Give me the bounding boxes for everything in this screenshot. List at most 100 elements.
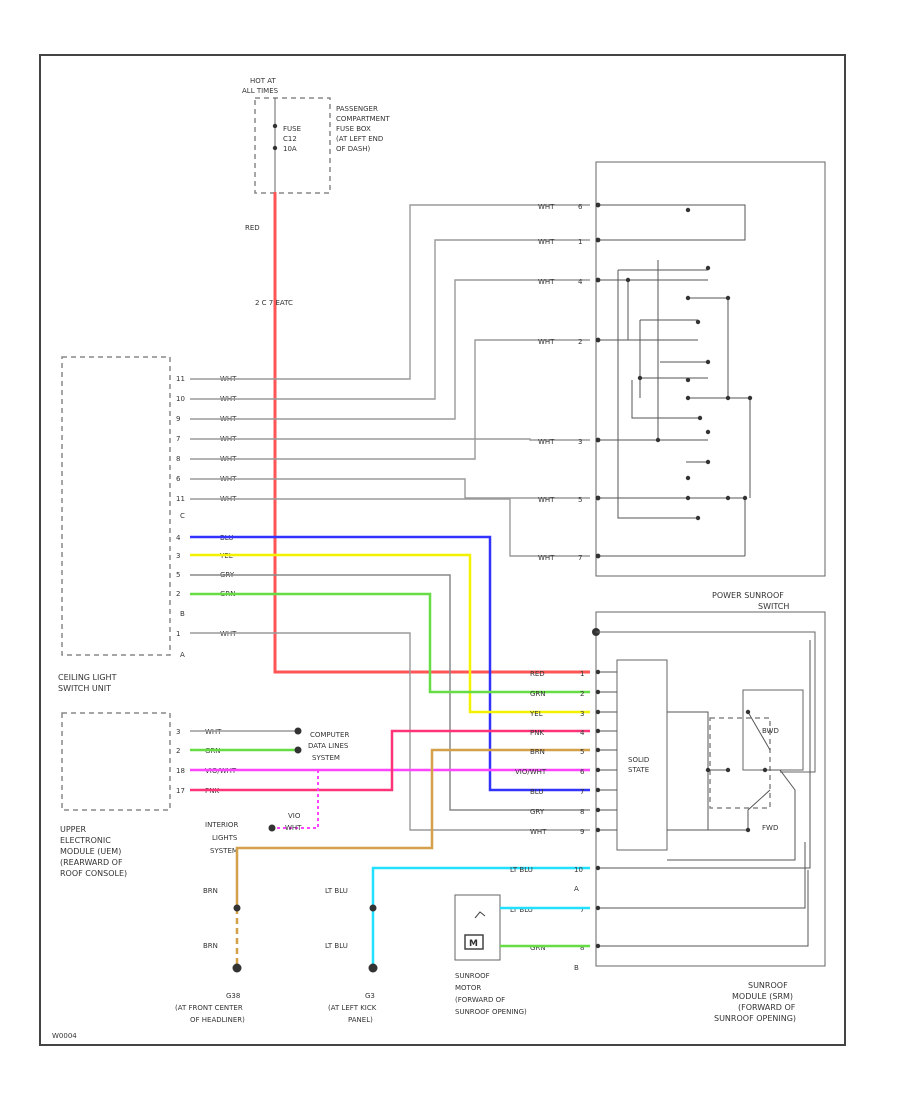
diagram-frame (39, 54, 846, 1046)
module-wire-label: VIO/WHT (515, 768, 547, 776)
sunroof-module-label-4: SUNROOF OPENING) (714, 1014, 796, 1023)
ceiling-pin: 8 (176, 455, 180, 463)
switch-wire-label: WHT (538, 278, 555, 286)
ceiling-pin: 2 (176, 590, 180, 598)
white-wire (190, 498, 590, 557)
motor-outline (454, 894, 501, 961)
fuse-box-outline (254, 97, 331, 194)
data-bus-label-1: COMPUTER (310, 731, 349, 739)
uem-pin: 3 (176, 728, 180, 736)
ceiling-pin: 6 (176, 475, 181, 483)
g38-location-2: OF HEADLINER) (190, 1016, 245, 1024)
motor-label-2: MOTOR (455, 984, 481, 992)
module-pin: 10 (574, 866, 583, 874)
red-wire (273, 192, 590, 674)
module-wire-label: RED (530, 670, 545, 678)
red-wire-note: 2 C 7 EATC (255, 299, 293, 307)
switch-pin: 7 (578, 554, 582, 562)
interior-lights-wire-2: WHT (285, 824, 302, 832)
ceiling-pin: C (180, 512, 185, 520)
sunroof-motor: M SUNROOF MOTOR (FORWARD OF SUNROOF OPEN… (454, 894, 590, 1016)
fuse-box-desc-1: PASSENGER (336, 105, 378, 113)
uem-wire-label: WHT (205, 728, 222, 736)
g38-wire-bottom: BRN (203, 942, 218, 950)
g3-wire-top: LT BLU (325, 887, 348, 895)
switch-wire-label: WHT (538, 238, 555, 246)
module-pin: 4 (580, 729, 585, 737)
g3-wire-bottom: LT BLU (325, 942, 348, 950)
module-wire-label: YEL (529, 710, 543, 718)
module-pin: 8 (580, 808, 584, 816)
module-wire-label: GRN (530, 690, 546, 698)
module-wire-label: GRY (530, 808, 545, 816)
uem-label-5: ROOF CONSOLE) (60, 869, 127, 878)
yellow-wire (190, 553, 590, 714)
g3-id: G3 (365, 992, 375, 1000)
module-pin: B (574, 964, 579, 972)
sunroof-module-label-3: (FORWARD OF (738, 1003, 796, 1012)
interior-lights-label-3: SYSTEM (210, 847, 238, 855)
pink-wire (190, 729, 590, 792)
uem-pin: 17 (176, 787, 185, 795)
ceiling-unit-label-1: CEILING LIGHT (58, 673, 117, 682)
module-wire-label: PNK (530, 729, 544, 737)
data-bus-terminal (294, 746, 302, 754)
fuse-box: HOT AT ALL TIMES FUSE C12 10A PASSENGER … (242, 77, 390, 194)
ceiling-pin: A (180, 651, 185, 659)
relay-coil-dash (709, 717, 771, 809)
switch-wire-label: WHT (538, 496, 555, 504)
data-bus-label-3: SYSTEM (312, 754, 340, 762)
switch-pin: 5 (578, 496, 582, 504)
sunroof-module-outline (595, 611, 826, 967)
light-blue-wire (371, 866, 590, 908)
switch-pin: 1 (578, 238, 582, 246)
module-pin: 9 (580, 828, 584, 836)
module-pin: 7 (580, 788, 584, 796)
lt-blu-ground-wire: LT BLU LT BLU G3 (AT LEFT KICK PANEL) (325, 866, 590, 1024)
ceiling-pin: 11 (176, 375, 185, 383)
module-wire-label: BRN (530, 748, 545, 756)
uem-label-1: UPPER (60, 825, 87, 834)
module-wire-label: WHT (530, 828, 547, 836)
upper-electronic-module: UPPER ELECTRONIC MODULE (UEM) (REARWARD … (60, 712, 590, 878)
power-switch-outline (595, 161, 826, 577)
sunroof-module-label-2: MODULE (SRM) (732, 992, 793, 1001)
ceiling-unit-outline (61, 356, 171, 656)
power-sunroof-switch: POWER SUNROOF SWITCH WHT 6 WHT 1 WHT 4 W… (538, 161, 826, 611)
motor-symbol: M (469, 939, 478, 949)
motor-label-4: SUNROOF OPENING) (455, 1008, 527, 1016)
module-wire-label: LT BLU (510, 866, 533, 874)
solid-state-label-1: SOLID (628, 756, 649, 764)
switch-contact-dots (595, 202, 753, 559)
interior-lights-label-2: LIGHTS (212, 834, 238, 842)
switch-pin: 6 (578, 203, 583, 211)
uem-pin: 2 (176, 747, 180, 755)
motor-label-3: (FORWARD OF (455, 996, 505, 1004)
fuse-box-desc-3: FUSE BOX (336, 125, 371, 133)
ceiling-pin: 11 (176, 495, 185, 503)
module-pin: 2 (580, 690, 584, 698)
switch-wire-label: WHT (538, 438, 555, 446)
relay-contact-dot (762, 767, 768, 773)
white-wire (190, 204, 590, 380)
g38-id: G38 (226, 992, 240, 1000)
white-wire (190, 239, 590, 400)
violet-branch (272, 770, 319, 829)
switch-wire-label: WHT (538, 554, 555, 562)
interior-lights-terminal (268, 824, 276, 832)
uem-pin: 18 (176, 767, 185, 775)
motor-icon (464, 934, 484, 950)
ceiling-pin: 4 (176, 534, 181, 542)
ceiling-pin: 1 (176, 630, 180, 638)
motor-arrow-icon (474, 911, 486, 919)
sunroof-module: SOLID STATE BWD FWD (510, 611, 826, 1023)
module-pin-terminals (595, 669, 601, 949)
blue-wire (190, 535, 590, 792)
fuse-box-desc-5: OF DASH) (336, 145, 371, 153)
module-pin: 5 (580, 748, 584, 756)
power-switch-label-2: SWITCH (758, 602, 789, 611)
relay-bwd-label: BWD (762, 727, 779, 735)
g3-location-1: (AT LEFT KICK (328, 1004, 377, 1012)
module-pin-leads (600, 640, 811, 947)
